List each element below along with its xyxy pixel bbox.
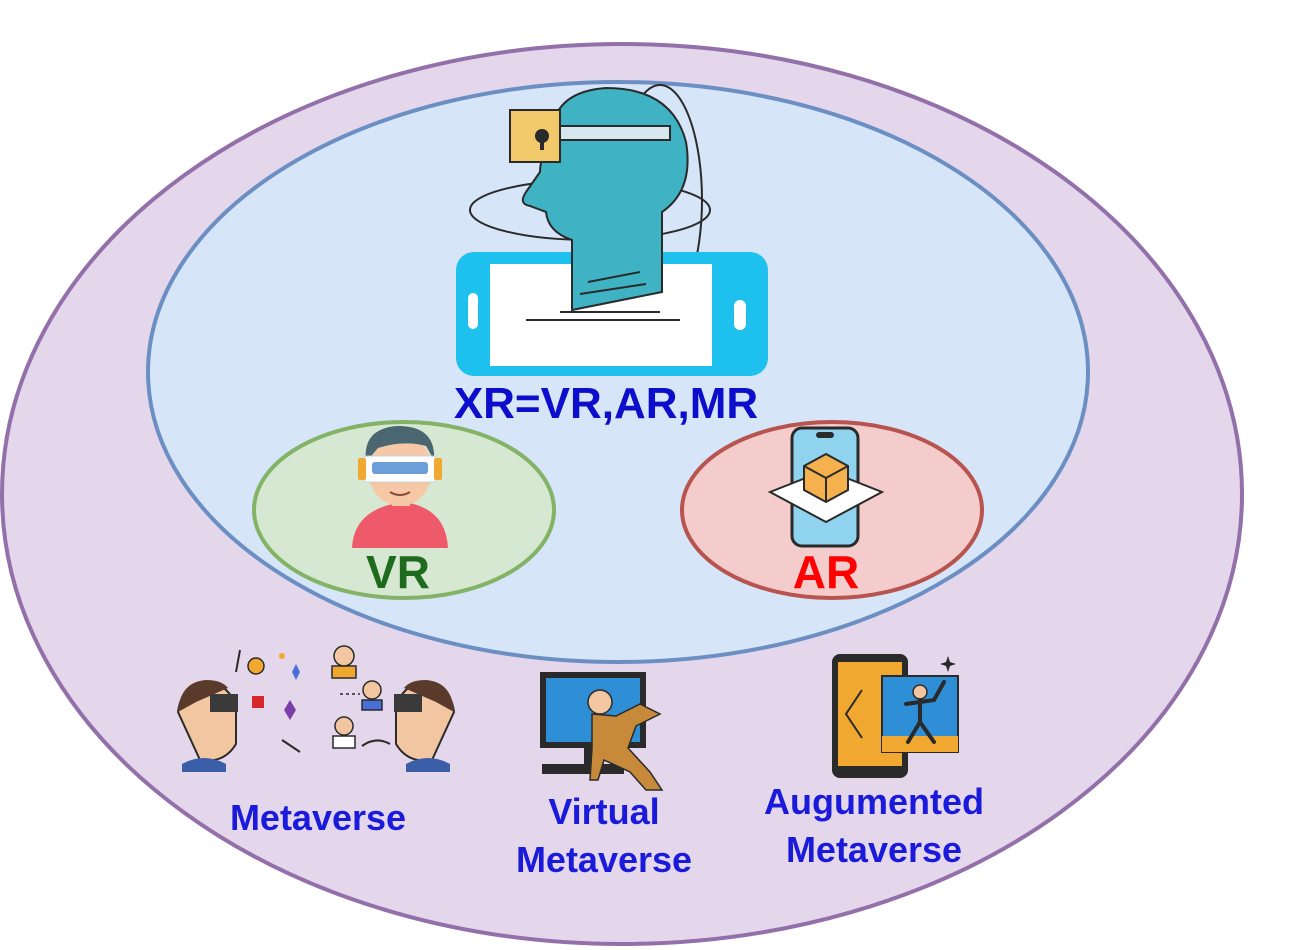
xr-label: XR=VR,AR,MR: [454, 379, 758, 428]
virtual-metaverse-label-line2: Metaverse: [516, 839, 692, 880]
ar-label: AR: [793, 546, 859, 598]
augmented-metaverse-label-line1: Augumented: [764, 781, 984, 822]
virtual-metaverse-icon: [540, 672, 664, 791]
vr-label: VR: [366, 546, 430, 598]
metaverse-people-icon: [176, 645, 456, 772]
vr-headset-person-icon: [352, 426, 448, 548]
metaverse-label: Metaverse: [230, 797, 406, 838]
ar-phone-cube-icon: [767, 426, 885, 548]
augmented-metaverse-icon: [832, 654, 959, 778]
virtual-metaverse-label-line1: Virtual: [548, 791, 659, 832]
vr-head-phone-icon: [456, 84, 768, 376]
augmented-metaverse-label-line2: Metaverse: [786, 829, 962, 870]
